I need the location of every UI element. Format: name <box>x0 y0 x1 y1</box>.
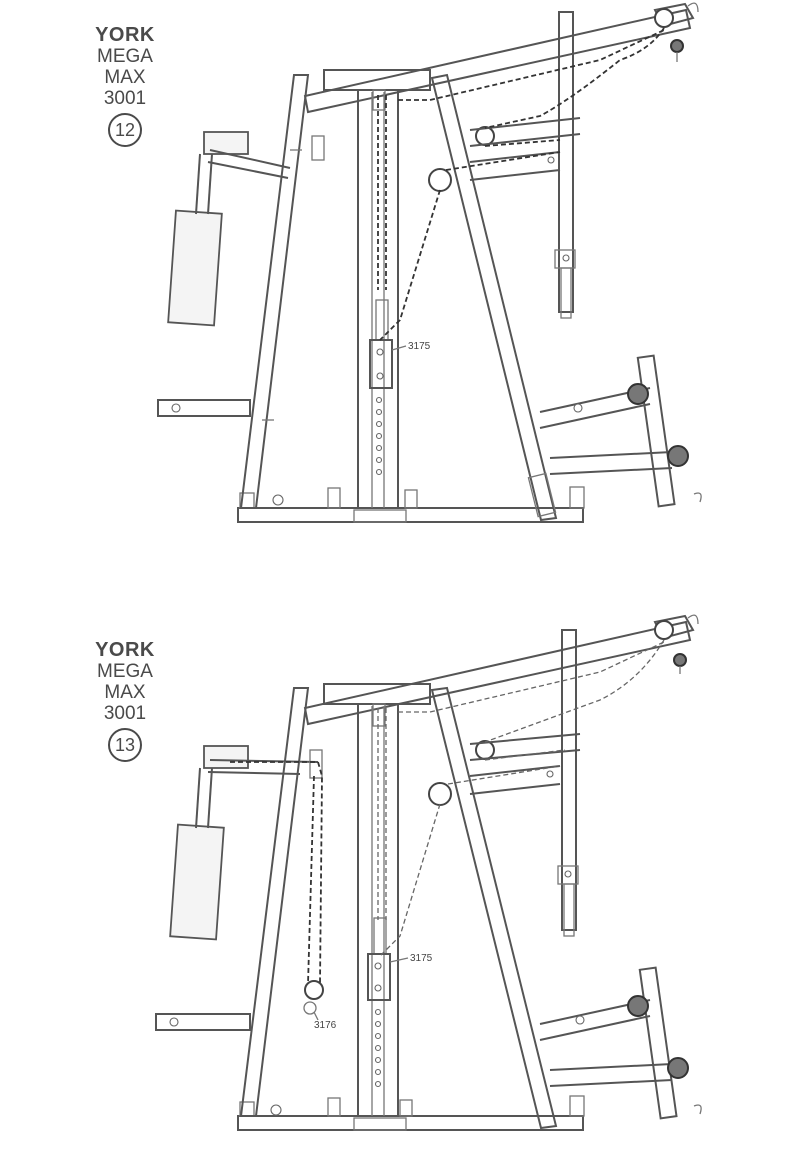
leg-developer <box>540 968 701 1119</box>
part-callout-3175: 3175 <box>390 953 433 964</box>
base-frame <box>238 1096 584 1130</box>
left-upright <box>241 688 308 1116</box>
pin-holes <box>377 398 382 475</box>
part-label-3175: 3175 <box>410 953 433 964</box>
part-label-3175: 3175 <box>408 341 431 352</box>
part-callout-3176: 3176 <box>314 1012 337 1031</box>
left-foot-bar <box>158 400 250 416</box>
diagram-step-13: YORK MEGA MAX 3001 13 <box>0 600 800 1151</box>
low-pulley-handle <box>304 981 323 1014</box>
left-upright <box>241 75 308 508</box>
leg-developer <box>540 356 701 507</box>
left-foot-bar <box>156 1014 250 1030</box>
top-boom <box>305 3 698 112</box>
machine-drawing: 3175 3176 <box>0 600 800 1151</box>
right-adjust-post <box>558 630 578 936</box>
diagram-step-12: YORK MEGA MAX 3001 12 <box>0 0 800 560</box>
machine-drawing: 3175 <box>0 0 800 560</box>
pin-holes <box>376 1010 381 1087</box>
top-boom <box>305 615 698 724</box>
part-label-3176: 3176 <box>314 1020 337 1031</box>
cable-path <box>378 28 664 340</box>
back-pad <box>170 746 322 939</box>
back-pad <box>168 132 324 325</box>
right-adjust-post <box>555 12 575 318</box>
